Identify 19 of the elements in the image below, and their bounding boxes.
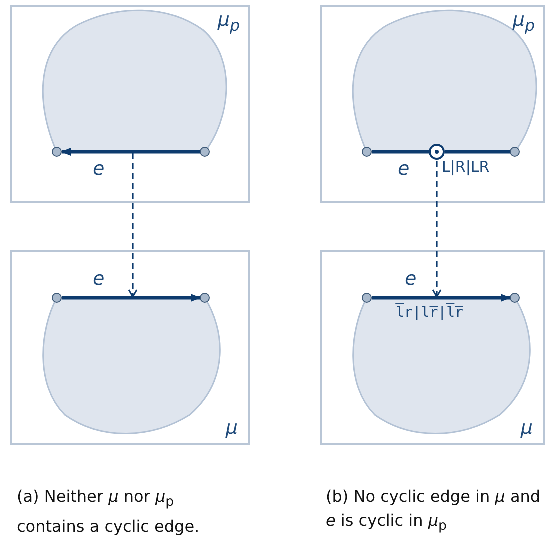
region-label: μ <box>520 417 533 439</box>
edge-label: e <box>93 270 105 289</box>
edge-label: e <box>405 270 417 289</box>
edge-arrow <box>372 294 511 302</box>
dashed-arrow <box>128 153 138 298</box>
edge-arrow <box>62 294 201 302</box>
dashed-arrow <box>432 161 442 298</box>
edge-line <box>445 150 510 154</box>
edge-label: e <box>93 160 105 179</box>
edge-arrow <box>61 148 200 156</box>
region-label: μ <box>226 417 238 439</box>
region-label: μ$_{p}$ <box>512 9 535 35</box>
edge-label: e <box>398 160 410 179</box>
caption: (b) No cyclic edge in μ and e is cyclic in μ$_{p}$ <box>326 486 541 536</box>
region-label: μ$_{p}$ <box>218 9 240 35</box>
caption: (a) Neither μ nor μ$_{p}$ contains a cyclic edge. <box>17 486 201 538</box>
edge-annotation: l̅r|lr̅|l̅r̅ <box>396 306 464 320</box>
position-label: L|R|LR <box>442 160 490 175</box>
edge-line <box>372 150 429 154</box>
